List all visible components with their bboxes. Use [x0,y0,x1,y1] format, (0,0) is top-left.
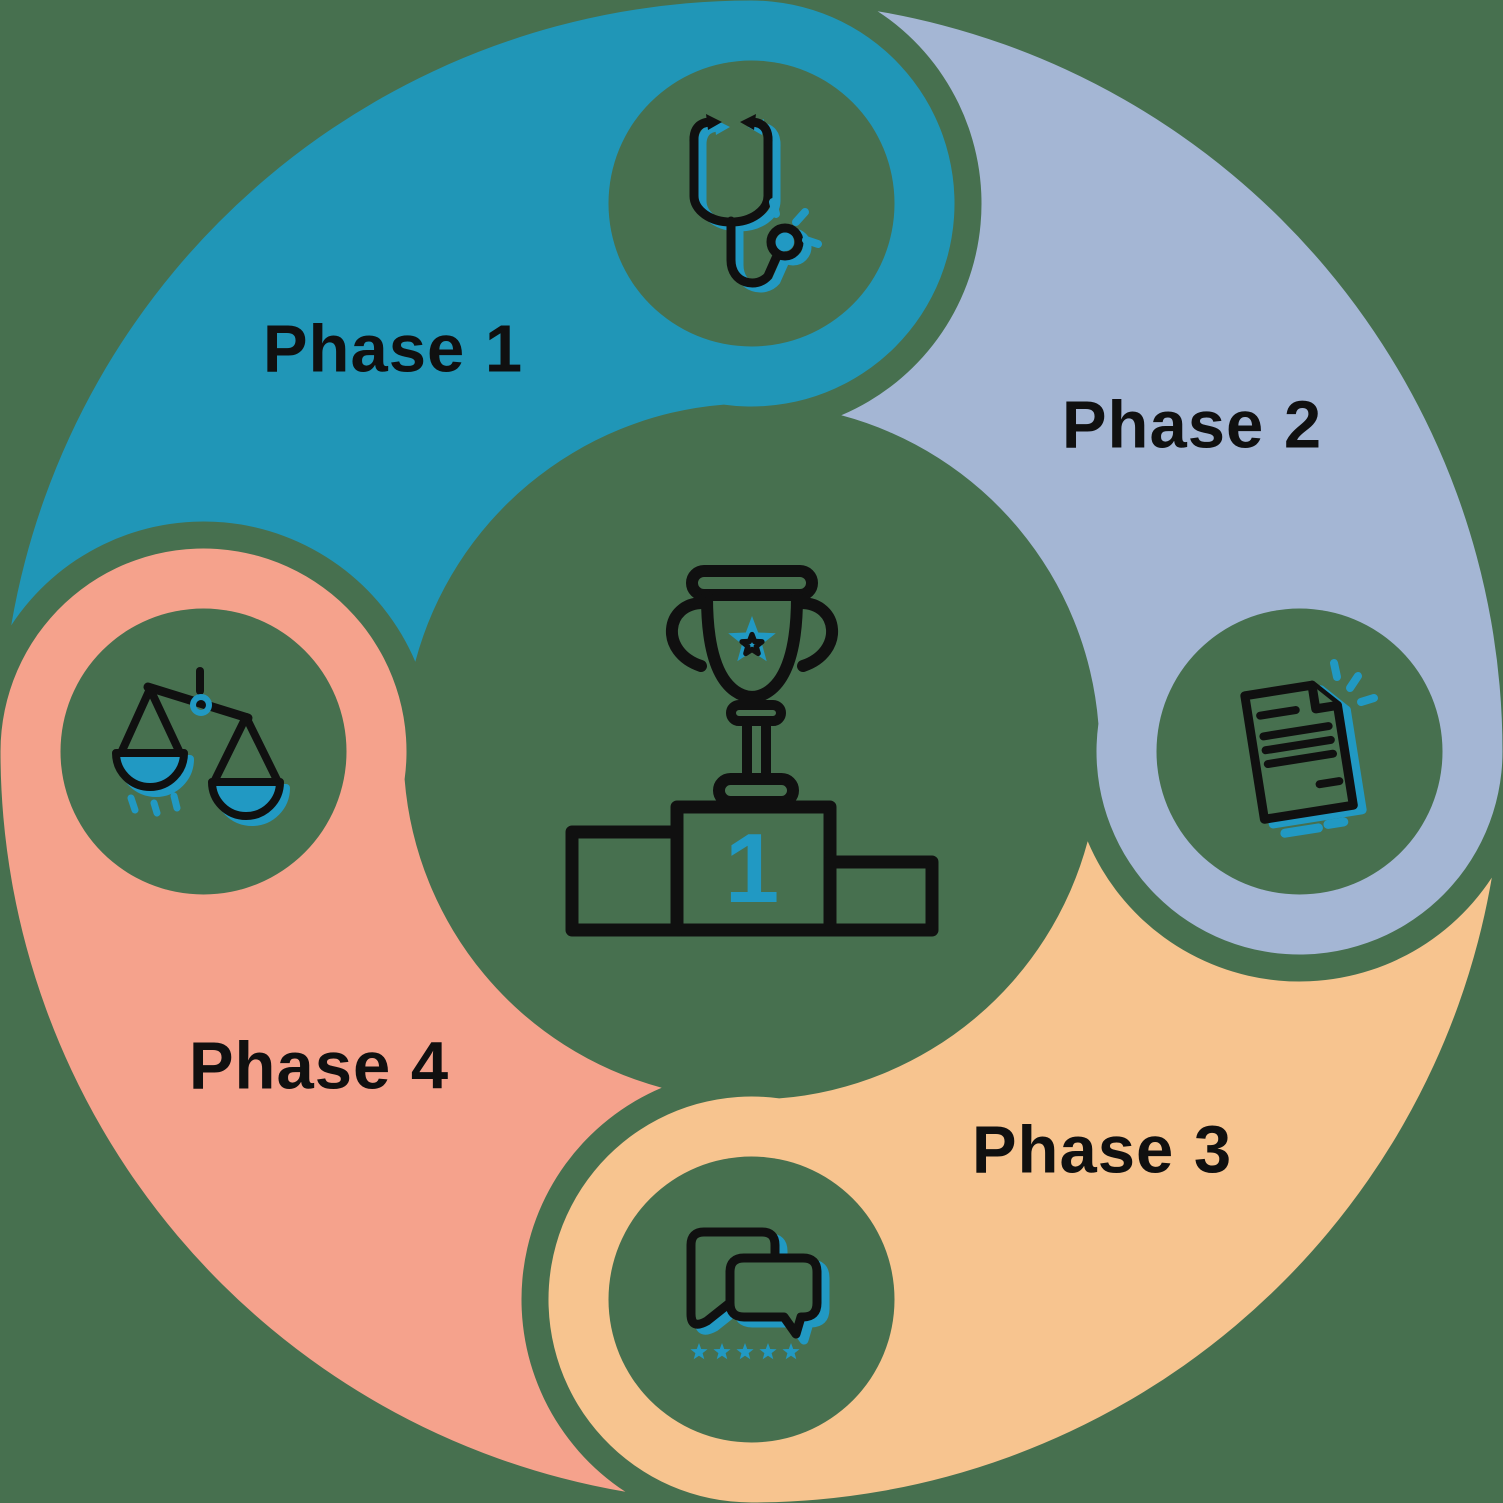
scales-icon [116,667,286,822]
document-text-lines [1256,706,1344,789]
pivot-ring [190,694,212,716]
phase-2-label: Phase 2 [1061,387,1323,463]
underline-dashes [1280,817,1349,838]
document-icon [1245,659,1378,838]
trophy-icon: 1 [565,565,939,937]
phase-4-icon-circle [60,608,347,895]
sparkle-dashes [127,792,181,817]
sparkle-dashes [1330,659,1378,706]
chest-piece-fill [776,233,794,251]
phase-4-label: Phase 4 [188,1028,450,1104]
podium-rank-label: 1 [725,813,780,923]
phase-3-label: Phase 3 [971,1112,1233,1188]
phase-1-label: Phase 1 [262,311,524,387]
stethoscope-icon [694,114,822,288]
phase-1-icon-circle [608,60,895,347]
sparkle-dashes [769,198,822,248]
